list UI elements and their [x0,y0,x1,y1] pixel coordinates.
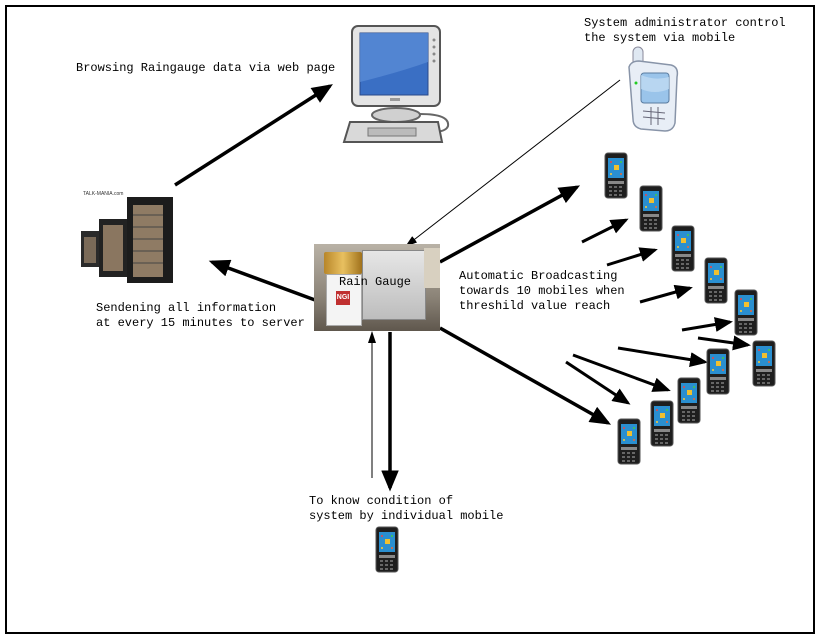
arrow-broadcast-1 [581,218,629,244]
rain-gauge-logger-box [362,250,426,320]
label-broadcast-line1: Automatic Broadcasting [459,269,618,283]
broadcast-mobile-phone-icon [650,400,674,447]
broadcast-mobile-phone-icon [639,185,663,232]
label-sending-line1: Sendening all information [96,301,277,315]
rain-gauge-cylinder: NGI [326,274,362,326]
broadcast-mobile-phone-icon [704,257,728,304]
arrow-broadcast-7 [572,353,671,392]
building-background [424,248,440,288]
broadcast-mobile-phone-icon [677,377,701,424]
label-condition-line1: To know condition of [309,494,454,508]
broadcast-mobile-phone-icon [752,340,776,387]
server-rack-icon: TALK-MANIA.com [81,191,173,283]
arrow-broadcast-2 [606,247,658,267]
arrow-gauge-broadcast-down [439,326,612,425]
desktop-computer-icon [342,25,450,143]
label-broadcast-line3: threshild value reach [459,299,611,313]
arrow-gauge-to-server [208,259,316,302]
arrow-broadcast-8 [565,360,631,405]
arrow-broadcast-5 [697,335,751,351]
ngi-badge: NGI [336,291,350,305]
label-condition-line2: system by individual mobile [309,509,504,523]
arrow-broadcast-6 [617,346,708,368]
individual-mobile-phone-icon [375,526,399,573]
rain-gauge-device: NGI [314,244,440,331]
label-admin-line2: the system via mobile [584,31,736,45]
broadcast-mobile-phone-icon [671,225,695,272]
arrow-server-to-web [174,84,333,187]
server-brand-text: TALK-MANIA.com [83,191,123,197]
label-sending-line2: at every 15 minutes to server [96,316,305,330]
diagram-frame [5,5,815,634]
label-broadcast-line2: towards 10 mobiles when [459,284,625,298]
arrow-gauge-broadcast-up [439,185,581,264]
admin-mobile-phone-icon [628,46,679,132]
arrow-broadcast-3 [639,284,693,304]
broadcast-mobile-phone-icon [604,152,628,199]
label-browsing: Browsing Raingauge data via web page [76,61,336,75]
broadcast-mobile-phone-icon [617,418,641,465]
broadcast-mobile-phone-icon [734,289,758,336]
broadcast-mobile-phone-icon [706,348,730,395]
arrow-admin-to-gauge [405,79,621,247]
arrow-broadcast-4 [681,317,733,332]
rain-gauge-funnel [324,252,362,274]
label-admin-line1: System administrator control [584,16,786,30]
rain-gauge-label: Rain Gauge [339,275,412,289]
